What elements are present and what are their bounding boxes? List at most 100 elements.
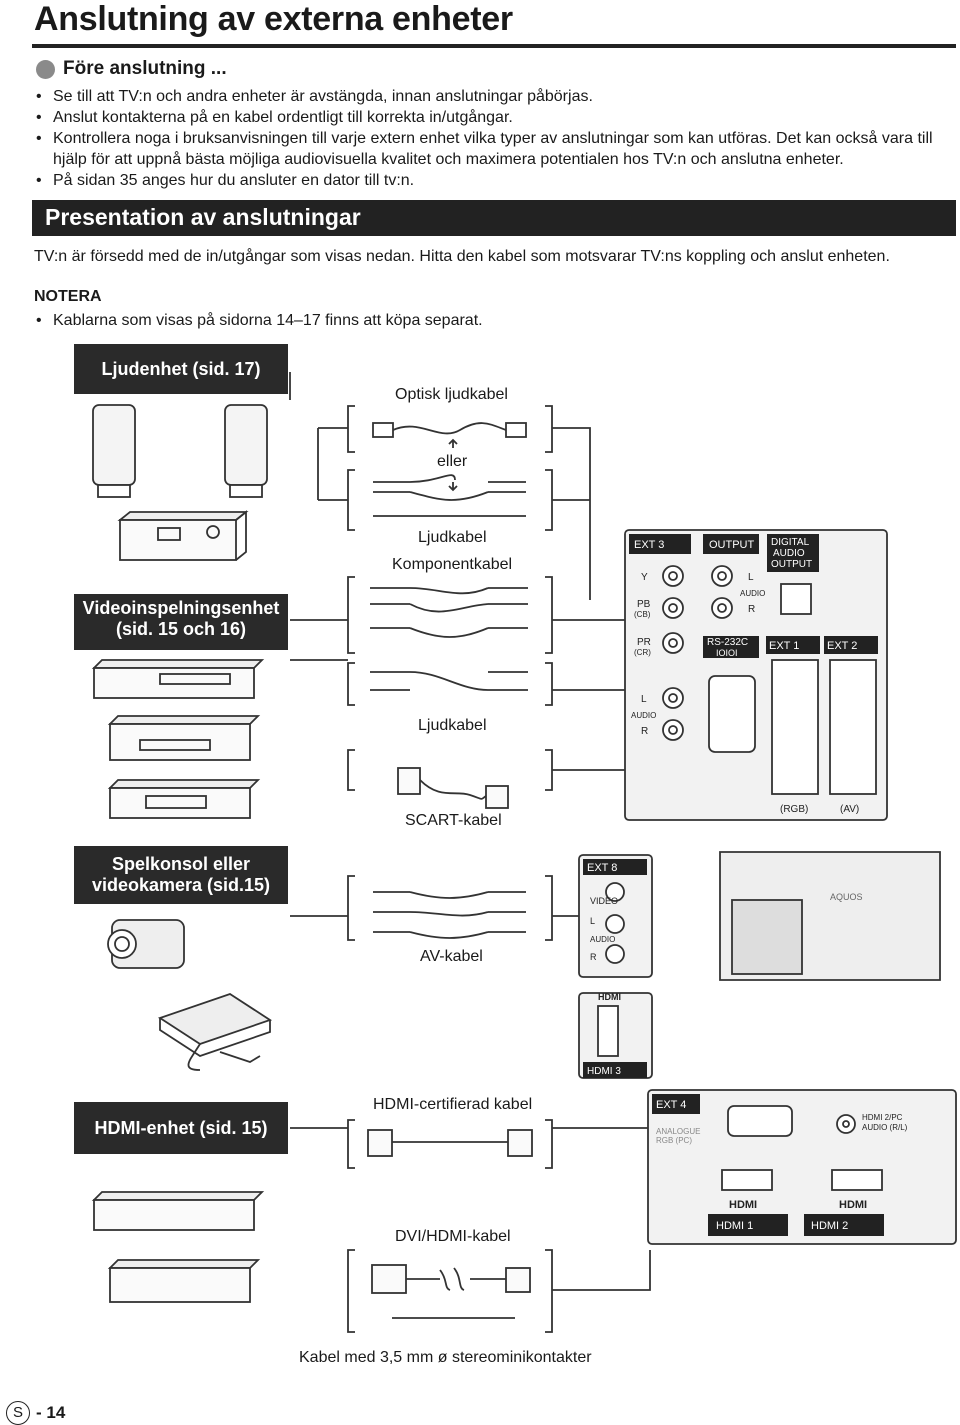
amplifier-icon bbox=[117, 510, 249, 561]
panel-label-rgb: (RGB) bbox=[780, 804, 808, 815]
av-cable-icon bbox=[373, 891, 526, 939]
panel-label-r: R bbox=[748, 604, 755, 615]
list-item: På sidan 35 anges hur du ansluter en dat… bbox=[34, 170, 956, 191]
hdmi-cable-icon bbox=[367, 1129, 533, 1157]
cable-label-optical: Optisk ljudkabel bbox=[395, 386, 508, 403]
audio-jack-icon bbox=[711, 565, 733, 587]
panel-label-ioioi: IOIOI bbox=[716, 648, 738, 658]
panel-label-hdmi1: HDMI 1 bbox=[716, 1220, 753, 1232]
panel-label-l: L bbox=[748, 572, 754, 583]
tv-back-panel bbox=[578, 529, 957, 1245]
panel-label-hdmi3: HDMI 3 bbox=[587, 1066, 621, 1077]
cable-label-scart: SCART-kabel bbox=[405, 812, 502, 829]
cable-label-av: AV-kabel bbox=[420, 948, 483, 965]
label-video-recorder-line2: (sid. 15 och 16) bbox=[115, 619, 247, 639]
panel-label-ext4: EXT 4 bbox=[656, 1099, 686, 1111]
label-game-console: Spelkonsol eller videokamera (sid.15) bbox=[74, 846, 288, 904]
list-item: Kontrollera noga i bruksanvisningen till… bbox=[34, 128, 956, 170]
hdmi-logo: HDMI bbox=[839, 1199, 867, 1211]
optical-jack-icon bbox=[780, 583, 812, 615]
scart-port-icon bbox=[829, 659, 877, 795]
audio-jack-icon bbox=[711, 597, 733, 619]
optical-cable-icon bbox=[372, 422, 527, 438]
vga-port-icon bbox=[727, 1105, 793, 1137]
panel-label-r-2: R bbox=[641, 726, 648, 737]
vcr-icon bbox=[107, 779, 261, 819]
bullet-circle-icon bbox=[36, 59, 55, 79]
note-heading: NOTERA bbox=[34, 288, 102, 305]
tv-brand-logo: AQUOS bbox=[830, 892, 863, 902]
cable-label-dvi-hdmi: DVI/HDMI-kabel bbox=[395, 1228, 511, 1245]
page-number-text: - 14 bbox=[36, 1403, 66, 1422]
panel-label-pr: PR bbox=[637, 637, 651, 648]
panel-label-video: VIDEO bbox=[590, 896, 618, 906]
dvd-recorder-icon bbox=[107, 715, 261, 761]
dvd-recorder-icon bbox=[91, 1191, 265, 1231]
label-game-console-line2: videokamera (sid.15) bbox=[91, 875, 271, 895]
panel-label-analogue: ANALOGUE bbox=[656, 1127, 700, 1136]
rs232c-port-icon bbox=[708, 675, 756, 753]
panel-label-audio: AUDIO bbox=[740, 589, 765, 598]
dvd-recorder-icon bbox=[107, 1259, 261, 1303]
list-item: Kablarna som visas på sidorna 14–17 finn… bbox=[34, 310, 934, 331]
panel-label-ext1: EXT 1 bbox=[769, 640, 799, 652]
dvi-hdmi-cable-icon bbox=[371, 1264, 531, 1319]
panel-label-hdmi2pc: HDMI 2/PC bbox=[862, 1113, 903, 1122]
panel-label-ext8: EXT 8 bbox=[587, 862, 617, 874]
panel-label-digital-output: OUTPUT bbox=[771, 559, 812, 570]
title-rule bbox=[32, 44, 956, 48]
panel-label-ext2: EXT 2 bbox=[827, 640, 857, 652]
panel-label-rgbpc: RGB (PC) bbox=[656, 1136, 692, 1145]
panel-label-rs232c: RS-232C bbox=[707, 637, 748, 648]
hdmi-logo: HDMI bbox=[729, 1199, 757, 1211]
panel-label-l-3: L bbox=[590, 916, 595, 926]
hdmi-logo: HDMI bbox=[598, 992, 621, 1002]
panel-label-l-2: L bbox=[641, 694, 647, 705]
component-jack-icon bbox=[662, 632, 684, 654]
panel-label-r-3: R bbox=[590, 952, 597, 962]
panel-label-y: Y bbox=[641, 572, 648, 583]
label-hdmi-device: HDMI-enhet (sid. 15) bbox=[74, 1102, 288, 1154]
label-audio-device: Ljudenhet (sid. 17) bbox=[74, 344, 288, 394]
cable-label-or: eller bbox=[437, 453, 468, 470]
cable-label-audio-2: Ljudkabel bbox=[418, 717, 487, 734]
cable-label-stereo-mini: Kabel med 3,5 mm ø stereominikontakter bbox=[299, 1349, 592, 1366]
section-bar: Presentation av anslutningar bbox=[32, 200, 956, 236]
panel-label-audio-2: AUDIO bbox=[631, 711, 656, 720]
label-game-console-line1: Spelkonsol eller bbox=[111, 854, 251, 874]
before-connection-heading-text: Före anslutning ... bbox=[63, 58, 227, 79]
component-cable-icon bbox=[370, 587, 528, 691]
label-video-recorder: Videoinspelningsenhet (sid. 15 och 16) bbox=[74, 594, 288, 650]
hdmi-port-icon bbox=[831, 1169, 883, 1191]
cable-label-hdmi-certified: HDMI-certifierad kabel bbox=[373, 1096, 533, 1113]
dvd-recorder-icon bbox=[91, 659, 265, 699]
component-jack-icon bbox=[662, 597, 684, 619]
game-console-icon bbox=[157, 993, 273, 1071]
list-item: Se till att TV:n och andra enheter är av… bbox=[34, 86, 956, 107]
label-video-recorder-line1: Videoinspelningsenhet bbox=[82, 598, 280, 618]
intro-text: TV:n är försedd med de in/utgångar som v… bbox=[34, 248, 890, 265]
panel-label-digital-audio: AUDIO bbox=[773, 548, 805, 559]
audio-jack-icon bbox=[662, 687, 684, 709]
page-title: Anslutning av externa enheter bbox=[34, 0, 513, 38]
list-item: Anslut kontakterna på en kabel ordentlig… bbox=[34, 107, 956, 128]
before-connection-heading: Före anslutning ... bbox=[36, 58, 227, 80]
before-connection-list: Se till att TV:n och andra enheter är av… bbox=[34, 86, 956, 191]
scart-cable-icon bbox=[397, 767, 509, 809]
panel-label-cb: (CB) bbox=[634, 610, 651, 619]
scart-port-icon bbox=[771, 659, 819, 795]
section-heading: Presentation av anslutningar bbox=[45, 204, 361, 230]
panel-label-hdmi2pc-audio: AUDIO (R/L) bbox=[862, 1123, 908, 1132]
component-jack-icon bbox=[662, 565, 684, 587]
panel-label-output: OUTPUT bbox=[709, 539, 755, 551]
mini-jack-icon bbox=[836, 1114, 856, 1134]
speaker-icon bbox=[92, 404, 136, 498]
audio-jack-icon bbox=[662, 719, 684, 741]
panel-label-digital: DIGITAL bbox=[771, 537, 810, 548]
panel-label-cr: (CR) bbox=[634, 648, 651, 657]
cable-label-audio: Ljudkabel bbox=[418, 529, 487, 546]
audio-cable-icon bbox=[373, 474, 526, 517]
hdmi-port-icon bbox=[597, 1005, 619, 1057]
av-jack-icon bbox=[605, 882, 625, 964]
